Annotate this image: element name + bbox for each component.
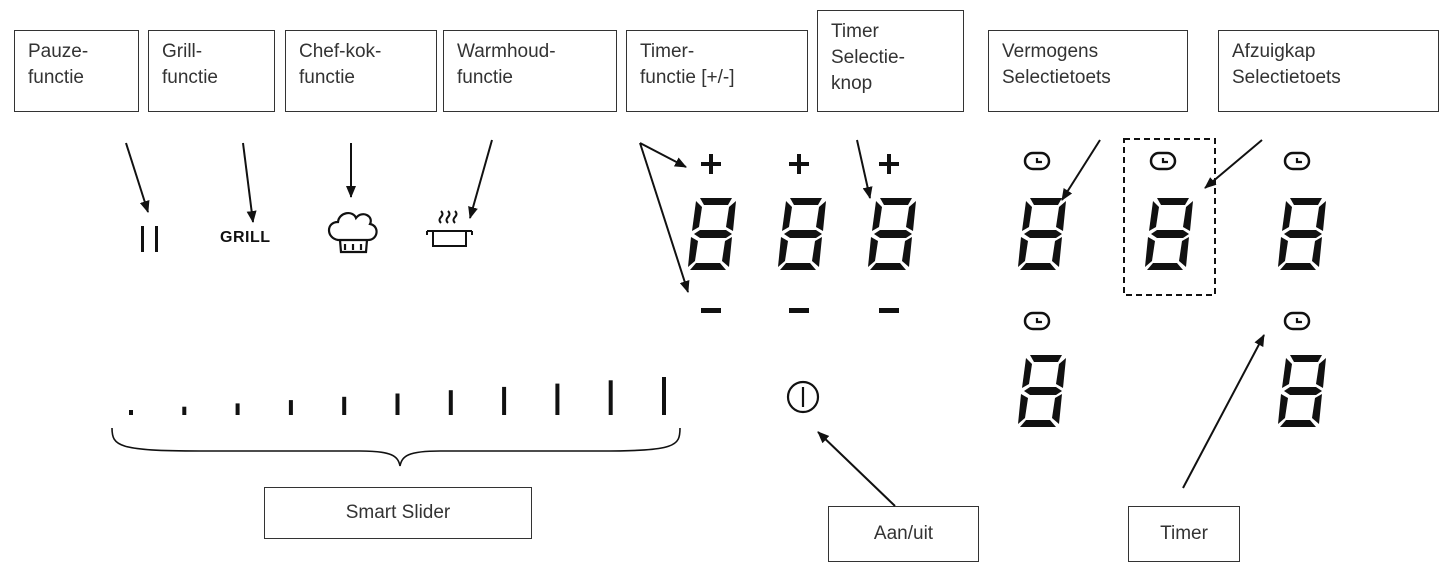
- label-hood-select: Afzuigkap Selectietoets: [1218, 30, 1439, 112]
- seven-segment-digit-icon: [778, 198, 826, 270]
- arrows: [125, 139, 1265, 507]
- label-pause-line1: Pauze-: [28, 41, 89, 62]
- label-power-select: Vermogens Selectietoets: [988, 30, 1188, 112]
- arrow-hood-select: [1204, 139, 1263, 189]
- label-chef-function: Chef-kok- functie: [285, 30, 437, 112]
- label-timer-text: Timer: [1160, 523, 1208, 544]
- minus-icon[interactable]: [789, 308, 809, 313]
- label-keepwarm-line1: Warmhoud-: [457, 41, 556, 62]
- zone-displays: [1018, 138, 1326, 427]
- arrow-timer: [1182, 334, 1265, 489]
- label-timer: Timer: [1128, 506, 1240, 562]
- clock-icon: [1023, 151, 1051, 171]
- label-grill-line2: functie: [162, 67, 218, 88]
- label-timer-select-line3: knop: [831, 73, 873, 94]
- arrow-timer-select: [856, 139, 873, 199]
- seven-segment-digit-icon[interactable]: [1018, 198, 1066, 270]
- pause-icon: [141, 226, 158, 252]
- slider-step-9[interactable]: [555, 383, 560, 415]
- minus-icon[interactable]: [879, 308, 899, 313]
- label-smart-slider-text: Smart Slider: [345, 502, 451, 523]
- minus-icon[interactable]: [701, 308, 721, 313]
- plus-icon[interactable]: [879, 154, 899, 174]
- slider-step-3[interactable]: [235, 403, 240, 415]
- seven-segment-digit-icon: [688, 198, 736, 270]
- slider-step-8[interactable]: [502, 386, 507, 415]
- label-timer-function-line2: functie [+/-]: [640, 67, 735, 88]
- clock-icon: [1023, 311, 1051, 331]
- slider-step-6[interactable]: [395, 393, 400, 416]
- slider-step-5[interactable]: [342, 396, 347, 415]
- plus-icon[interactable]: [701, 154, 721, 174]
- seven-segment-digit-icon: [868, 198, 916, 270]
- label-timer-function: Timer- functie [+/-]: [626, 30, 808, 112]
- label-on-off-text: Aan/uit: [873, 523, 934, 544]
- label-keepwarm-function: Warmhoud- functie: [443, 30, 617, 112]
- label-timer-select-line2: Selectie-: [831, 47, 905, 68]
- arrow-keepwarm: [468, 139, 493, 219]
- label-timer-select-line1: Timer: [831, 21, 879, 42]
- clock-icon: [1149, 151, 1177, 171]
- power-icon[interactable]: [786, 380, 820, 414]
- arrow-on-off: [817, 431, 896, 507]
- grill-icon: GRILL: [220, 229, 271, 246]
- label-grill-function: Grill- functie: [148, 30, 275, 112]
- label-timer-function-line1: Timer-: [640, 41, 695, 62]
- arrow-timer-minus: [639, 142, 690, 293]
- seven-segment-digit-icon[interactable]: [1145, 198, 1193, 270]
- slider-step-11[interactable]: [662, 377, 666, 415]
- label-chef-line2: functie: [299, 67, 355, 88]
- label-power-select-line1: Vermogens: [1002, 41, 1099, 62]
- label-pause-line2: functie: [28, 67, 84, 88]
- plus-icon[interactable]: [789, 154, 809, 174]
- label-grill-line1: Grill-: [162, 41, 203, 62]
- label-keepwarm-line2: functie: [457, 67, 513, 88]
- slider-step-1[interactable]: [129, 410, 133, 415]
- clock-icon: [1283, 151, 1311, 171]
- arrow-timer-plus: [639, 142, 687, 168]
- label-hood-select-line2: Selectietoets: [1232, 67, 1341, 88]
- seven-segment-digit-icon[interactable]: [1278, 198, 1326, 270]
- smart-slider[interactable]: [129, 377, 666, 415]
- label-smart-slider: Smart Slider: [264, 487, 532, 539]
- timer-controls: [688, 154, 916, 313]
- clock-icon: [1283, 311, 1311, 331]
- label-timer-select: Timer Selectie- knop: [817, 10, 964, 112]
- arrow-power-select: [1061, 139, 1101, 201]
- label-on-off: Aan/uit: [828, 506, 979, 562]
- seven-segment-digit-icon[interactable]: [1018, 355, 1066, 427]
- slider-brace: [111, 427, 681, 467]
- slider-step-7[interactable]: [448, 390, 453, 415]
- seven-segment-digit-icon[interactable]: [1278, 355, 1326, 427]
- slider-step-2[interactable]: [182, 406, 187, 415]
- arrow-pause: [125, 142, 150, 213]
- label-power-select-line2: Selectietoets: [1002, 67, 1111, 88]
- label-chef-line1: Chef-kok-: [299, 41, 382, 62]
- pot-steam-icon: [426, 210, 473, 247]
- chef-hat-icon: [327, 212, 378, 254]
- slider-step-10[interactable]: [608, 380, 613, 415]
- slider-step-4[interactable]: [288, 400, 293, 415]
- label-pause-function: Pauze- functie: [14, 30, 139, 112]
- selected-zone-frame: [1123, 138, 1216, 296]
- label-hood-select-line1: Afzuigkap: [1232, 41, 1316, 62]
- arrow-grill: [242, 142, 257, 223]
